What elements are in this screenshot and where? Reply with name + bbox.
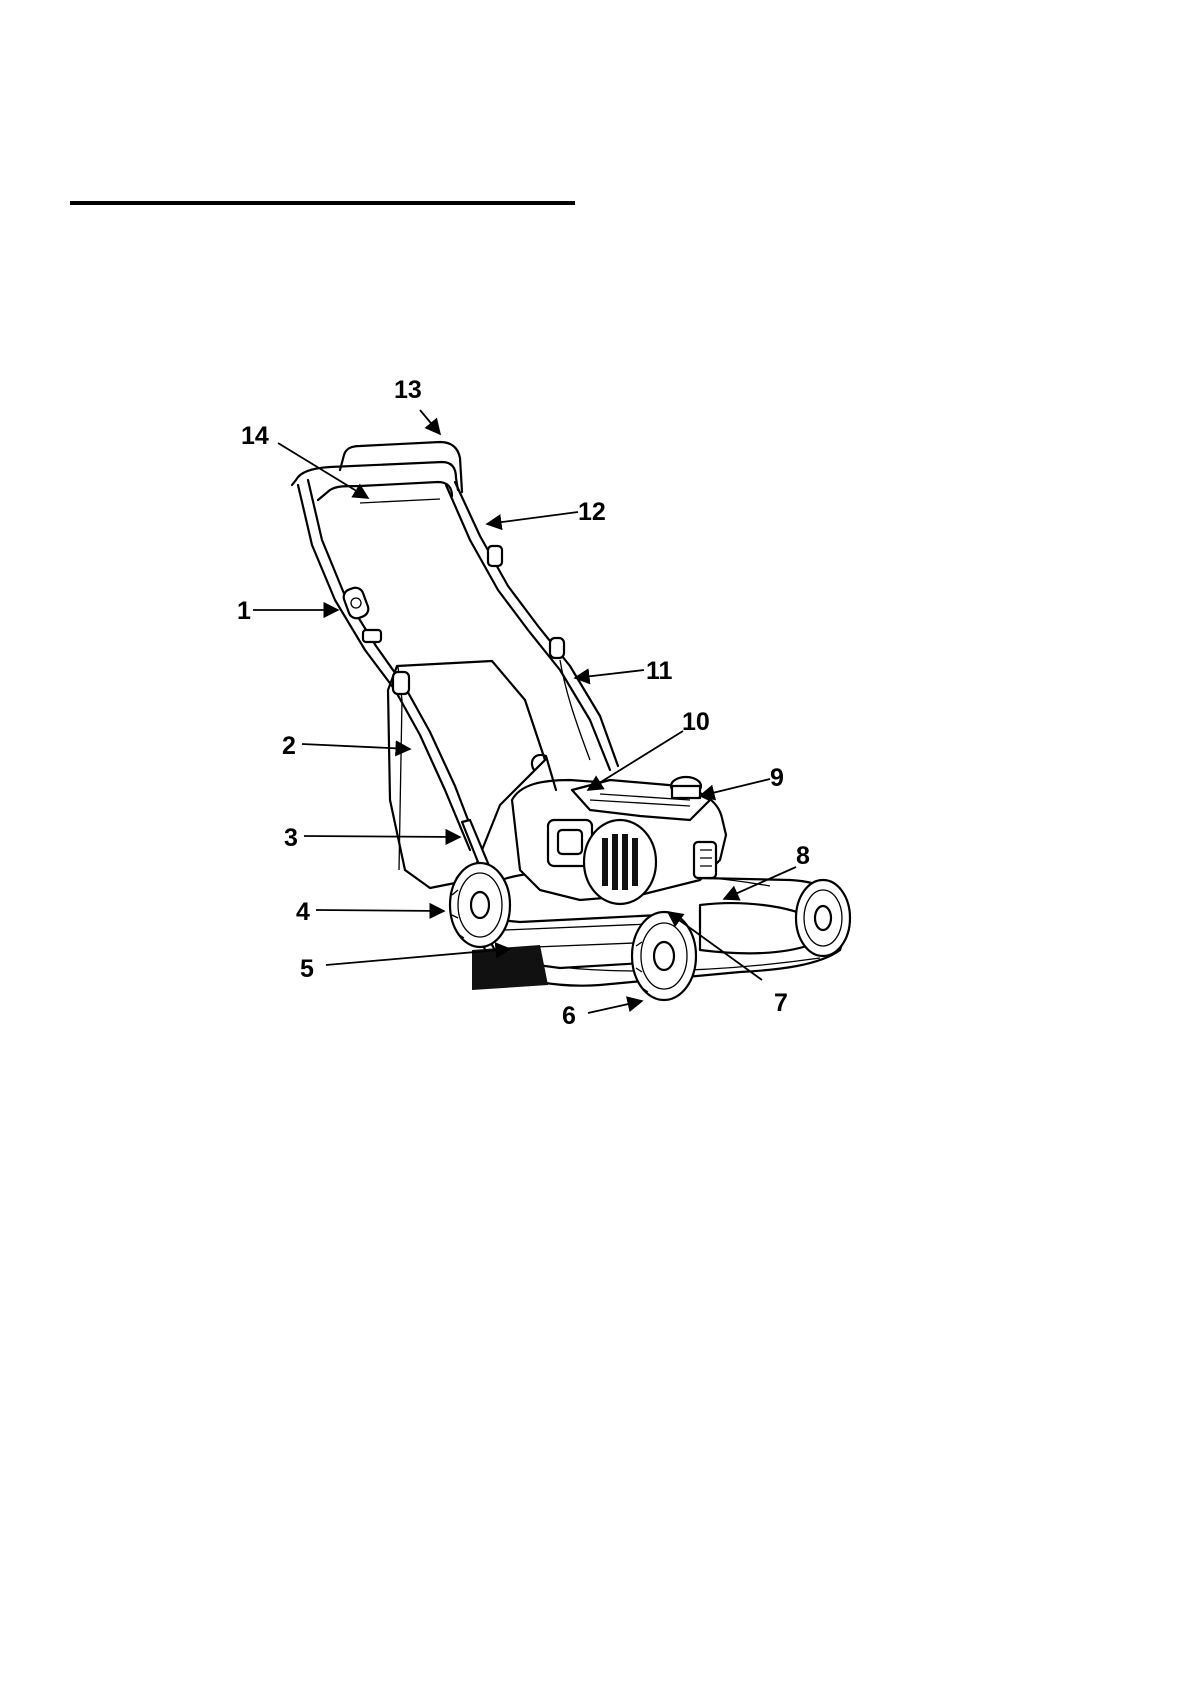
handle-knob-right (550, 638, 564, 658)
callout-3: 3 (284, 824, 298, 852)
arrow-6 (588, 1001, 642, 1013)
callout-5: 5 (300, 955, 314, 983)
callout-10: 10 (682, 708, 710, 736)
recoil-starter (584, 820, 656, 904)
spark-plug (694, 842, 716, 878)
arrow-12 (487, 512, 578, 524)
arrow-3 (304, 836, 460, 837)
callout-8: 8 (796, 842, 810, 870)
callout-14: 14 (241, 422, 269, 450)
callout-6: 6 (562, 1002, 576, 1030)
rear-wheel (450, 863, 510, 947)
mower-illustration (292, 442, 850, 1000)
callout-2: 2 (282, 732, 296, 760)
arrow-4 (316, 910, 444, 911)
callout-7: 7 (774, 989, 788, 1017)
callout-12: 12 (578, 498, 606, 526)
handle-knob-left (393, 672, 409, 694)
callout-1: 1 (237, 597, 251, 625)
arrow-13 (420, 410, 440, 434)
front-right-wheel (796, 880, 850, 956)
callout-13: 13 (394, 376, 422, 404)
callout-4: 4 (296, 898, 310, 926)
operator-presence-bar (318, 482, 452, 500)
arrow-14 (278, 443, 368, 498)
callout-11: 11 (646, 657, 673, 685)
callout-9: 9 (770, 764, 784, 792)
arrow-9 (700, 779, 770, 796)
arrow-11 (575, 670, 644, 678)
starter-rope-guide (341, 585, 370, 620)
